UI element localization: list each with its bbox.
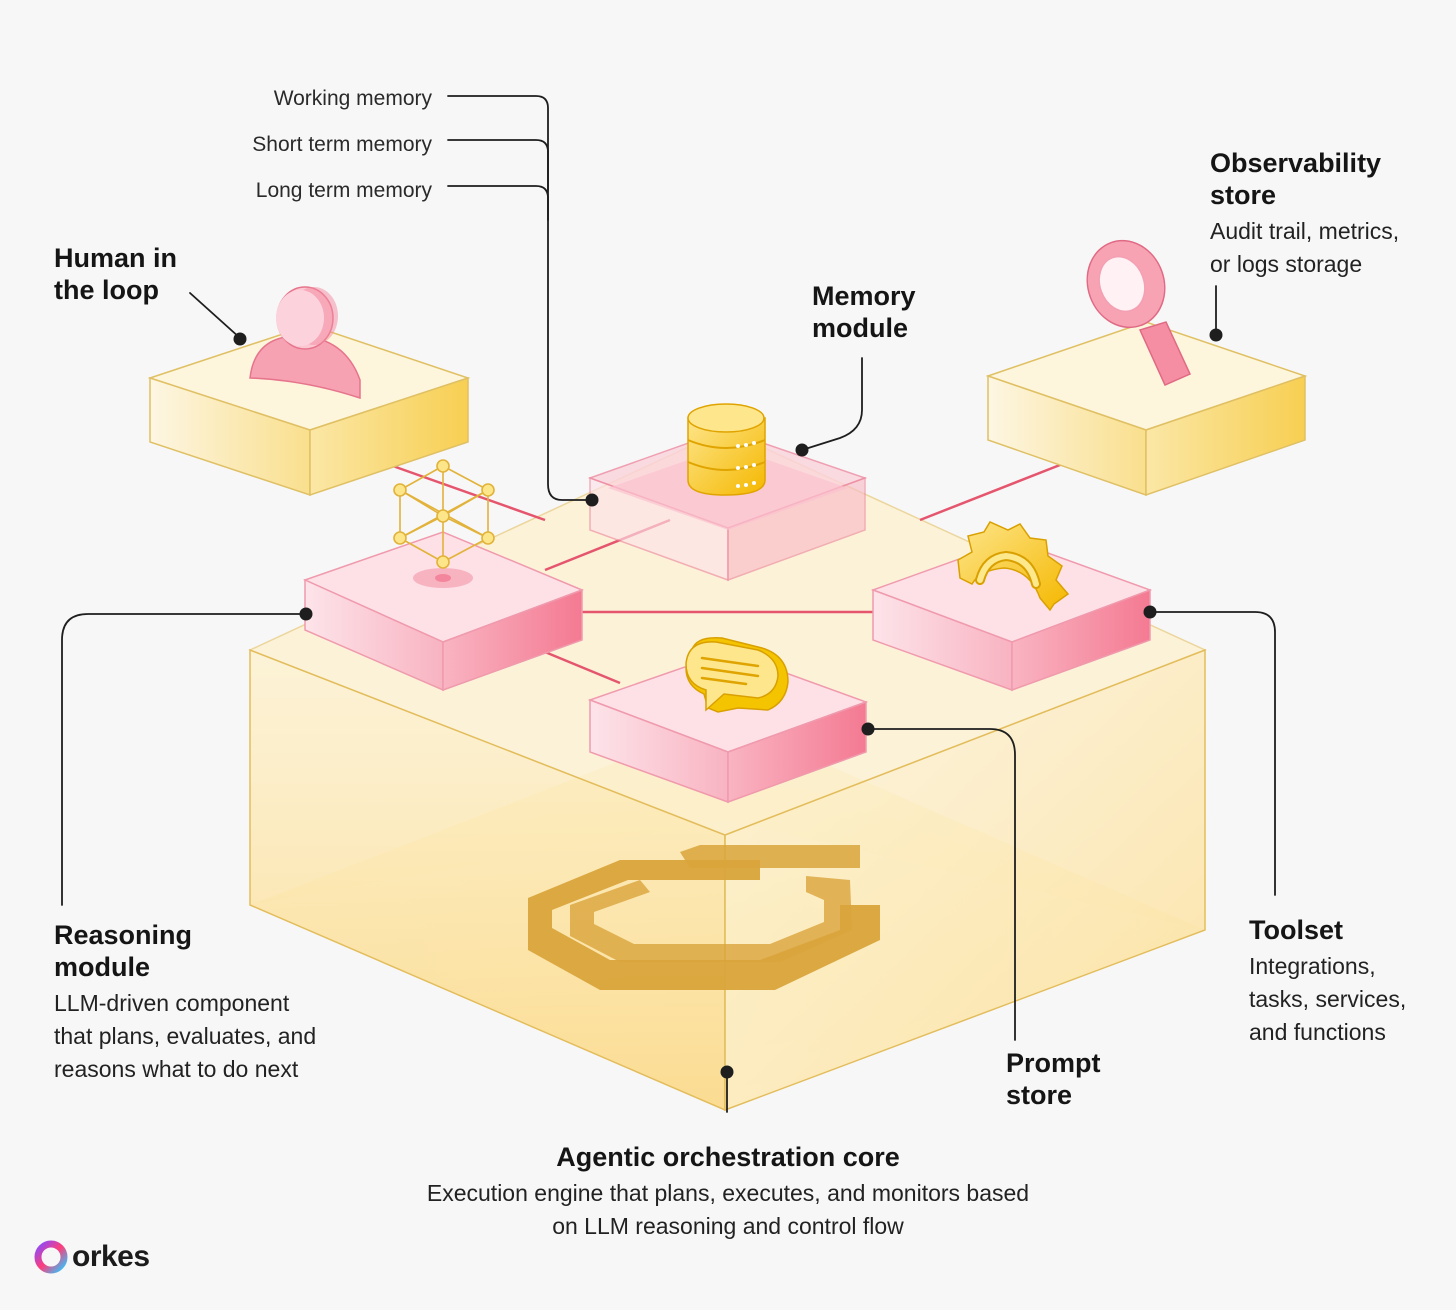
magnifier-icon xyxy=(1086,239,1192,386)
reasoning-desc-1: LLM-driven component xyxy=(54,990,290,1016)
toolset-desc-1: Integrations, xyxy=(1249,953,1376,979)
memory-module-title-1: Memory xyxy=(812,281,916,311)
gear-icon xyxy=(957,521,1070,612)
reasoning-desc-2: that plans, evaluates, and xyxy=(54,1023,317,1049)
person-icon xyxy=(249,286,361,400)
core-title: Agentic orchestration core xyxy=(556,1142,900,1172)
toolset-label: Toolset Integrations, tasks, services, a… xyxy=(1249,914,1406,1049)
observability-title-1: Observability xyxy=(1210,148,1382,178)
human-in-loop-label: Human in the loop xyxy=(54,242,177,306)
reasoning-desc-3: reasons what to do next xyxy=(54,1056,299,1082)
observability-desc-1: Audit trail, metrics, xyxy=(1210,218,1400,244)
database-icon xyxy=(687,403,766,496)
memory-type-long-term: Long term memory xyxy=(255,179,432,202)
toolset-desc-2: tasks, services, xyxy=(1249,986,1407,1012)
memory-types-list: Working memory Short term memory Long te… xyxy=(150,76,432,214)
leader-lines xyxy=(61,95,1276,1113)
human-in-loop-title-2: the loop xyxy=(54,275,159,305)
toolset-block xyxy=(870,539,1153,692)
reasoning-title-1: Reasoning xyxy=(54,920,193,950)
chat-icon xyxy=(685,637,789,713)
leader-dots xyxy=(233,328,1223,1079)
memory-module-label: Memory module xyxy=(812,280,916,344)
memory-type-short-term: Short term memory xyxy=(252,133,432,156)
observability-desc-2: or logs storage xyxy=(1210,251,1363,277)
prompt-store-label: Prompt store xyxy=(1006,1047,1101,1111)
toolset-title: Toolset xyxy=(1249,915,1343,945)
memory-module-title-2: module xyxy=(812,313,909,343)
observability-title-2: store xyxy=(1210,180,1277,210)
toolset-desc-3: and functions xyxy=(1249,1019,1386,1045)
prompt-store-title-2: store xyxy=(1006,1080,1073,1110)
human-in-loop-title-1: Human in xyxy=(54,243,178,273)
brand-name: orkes xyxy=(72,1240,150,1273)
reasoning-module-block xyxy=(302,531,585,692)
observability-label: Observability store Audit trail, metrics… xyxy=(1210,147,1399,281)
orchestration-core-label: Agentic orchestration core Execution eng… xyxy=(378,1141,1078,1243)
orkes-brand: orkes xyxy=(34,1240,150,1274)
orkes-emblem-icon xyxy=(528,845,880,990)
core-desc-2: on LLM reasoning and control flow xyxy=(552,1213,904,1239)
reasoning-title-2: module xyxy=(54,952,151,982)
reasoning-module-label: Reasoning module LLM-driven component th… xyxy=(54,919,316,1086)
network-icon xyxy=(393,459,495,569)
orkes-logo-icon xyxy=(34,1240,68,1274)
core-desc-1: Execution engine that plans, executes, a… xyxy=(426,1180,1030,1206)
prompt-store-title-1: Prompt xyxy=(1006,1048,1101,1078)
observability-block xyxy=(985,321,1308,497)
memory-type-working: Working memory xyxy=(273,87,432,110)
